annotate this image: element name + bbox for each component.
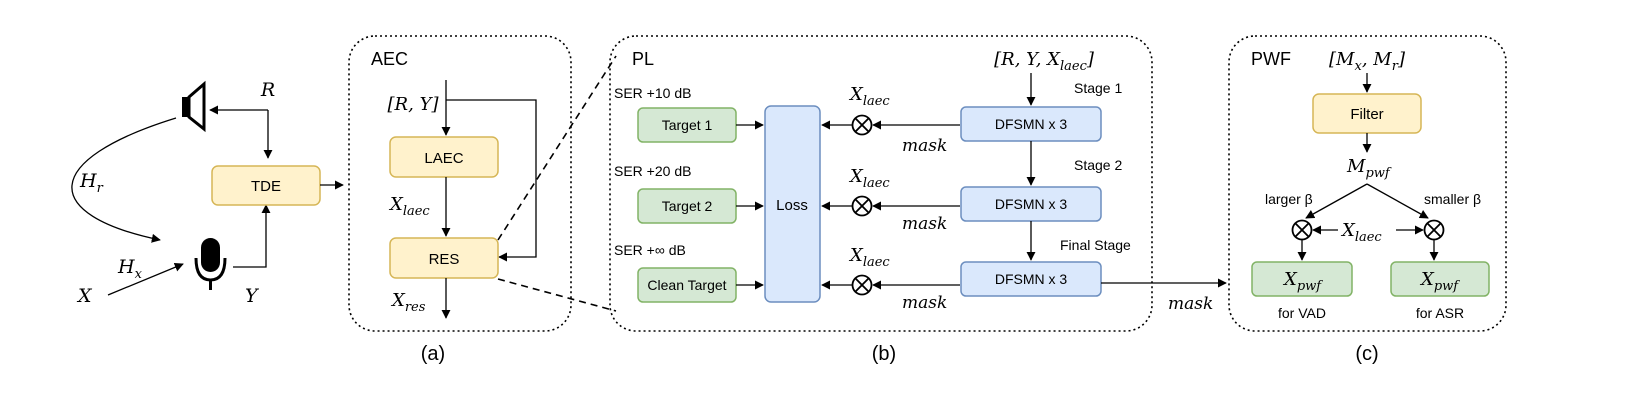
mpwf-to-left-mult-arrow <box>1305 183 1368 219</box>
ser-label-3: SER +∞ dB <box>614 242 686 258</box>
dfsmn-2-label: DFSMN x 3 <box>995 196 1068 212</box>
pwf-caption: (c) <box>1355 343 1378 365</box>
x-to-mic-arrow <box>107 262 184 296</box>
mask-label-3: mask <box>902 293 947 313</box>
hx-label: Hx <box>117 256 143 282</box>
pwf-title: PWF <box>1251 49 1291 69</box>
pl-xlaec-label-2: Xlaec <box>848 166 890 191</box>
pl-xlaec-label-1: Xlaec <box>848 84 890 109</box>
target-2-label: Target 2 <box>662 198 713 214</box>
y-label: Y <box>245 285 260 307</box>
multiply-icon <box>851 195 873 217</box>
y-to-tde-arrow <box>233 204 271 268</box>
stage-label-1: Stage 1 <box>1074 80 1122 96</box>
pl-caption: (b) <box>872 343 896 365</box>
speaker-icon <box>182 80 206 133</box>
multiply-icon <box>1291 219 1313 241</box>
multiply-icon <box>851 114 873 136</box>
aec-xlaec-label: Xlaec <box>388 194 430 219</box>
smaller-beta-label: smaller β <box>1424 191 1481 207</box>
dfsmn-1-label: DFSMN x 3 <box>995 116 1068 132</box>
multiply-icon <box>851 274 873 296</box>
stage-label-2: Stage 2 <box>1074 157 1122 173</box>
larger-beta-label: larger β <box>1265 191 1313 207</box>
target-1-label: Target 1 <box>662 117 713 133</box>
zoom-line-bottom <box>497 278 617 312</box>
aec-input-label: [R, Y] <box>388 94 440 115</box>
pwf-panel <box>1228 35 1507 332</box>
output-mask-label: mask <box>1168 294 1213 314</box>
res-label: RES <box>429 251 460 268</box>
stage-label-3: Final Stage <box>1060 237 1131 253</box>
pwf-input-label: [Mx, Mr] <box>1329 49 1406 74</box>
aec-panel <box>348 35 572 332</box>
target-3-label: Clean Target <box>647 277 726 293</box>
laec-box <box>389 136 499 178</box>
tde-label: TDE <box>251 178 281 195</box>
mpwf-label: Mpwf <box>1346 156 1392 181</box>
pl-input-label: [R, Y, Xlaec] <box>994 49 1095 74</box>
ser-label-2: SER +20 dB <box>614 163 691 179</box>
mask-label-1: mask <box>902 136 947 156</box>
laec-label: LAEC <box>424 150 463 167</box>
r-label: R <box>260 79 275 101</box>
pwf-output-vad-box <box>1251 261 1353 297</box>
pwf-caption-vad: for VAD <box>1278 305 1326 321</box>
aec-bypass-arrow <box>446 99 537 262</box>
pwf-output-asr-box <box>1390 261 1490 297</box>
hr-label: Hr <box>79 170 104 196</box>
multiply-icon <box>1423 219 1445 241</box>
mpwf-to-right-mult-arrow <box>1366 183 1429 219</box>
loss-label: Loss <box>776 197 808 214</box>
loss-box <box>764 105 821 303</box>
res-box <box>389 237 499 279</box>
pl-title: PL <box>632 49 654 69</box>
dfsmn-3-box <box>960 261 1102 297</box>
mask-label-2: mask <box>902 214 947 234</box>
pwf-xlaec-label: Xlaec <box>1340 220 1382 245</box>
aec-title: AEC <box>371 49 408 69</box>
ser-label-1: SER +10 dB <box>614 85 691 101</box>
aec-caption: (a) <box>421 343 445 365</box>
zoom-line-top <box>497 55 617 241</box>
hr-path-arrow <box>71 117 177 243</box>
xres-label: Xres <box>390 290 426 315</box>
pwf-caption-asr: for ASR <box>1416 305 1464 321</box>
microphone-icon <box>194 238 227 290</box>
pl-xlaec-label-3: Xlaec <box>848 245 890 270</box>
dfsmn-3-label: DFSMN x 3 <box>995 271 1068 287</box>
x-label: X <box>76 285 93 307</box>
filter-label: Filter <box>1350 106 1383 123</box>
pl-panel <box>609 35 1153 332</box>
